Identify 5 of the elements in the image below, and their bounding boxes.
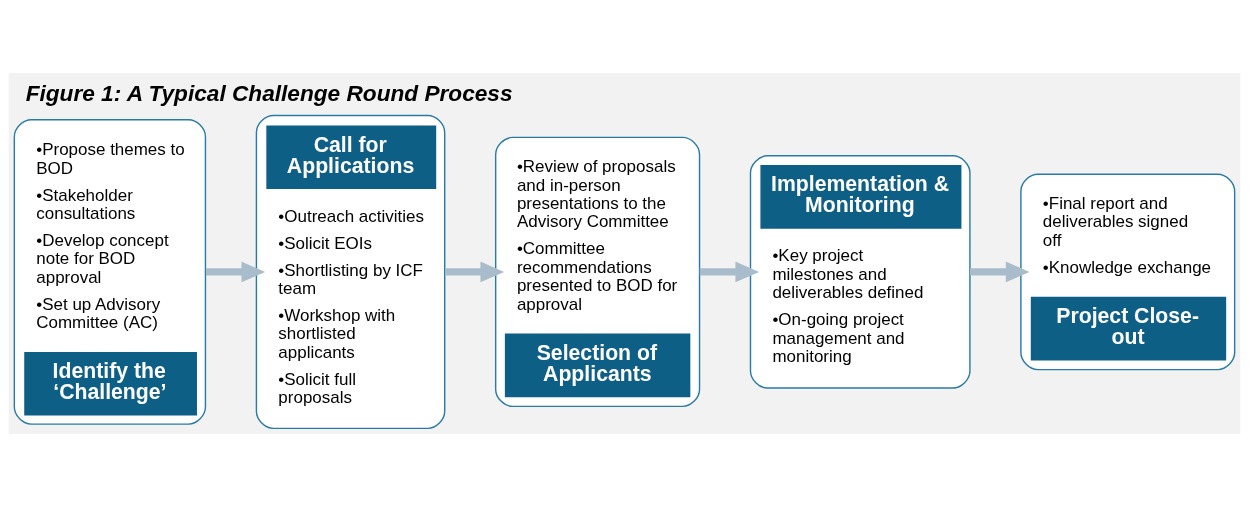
diagram-title: Figure 1: A Typical Challenge Round Process [25,79,513,106]
arrow [445,261,505,282]
arrow [970,261,1030,282]
arrow [206,261,266,282]
arrow [699,261,760,282]
